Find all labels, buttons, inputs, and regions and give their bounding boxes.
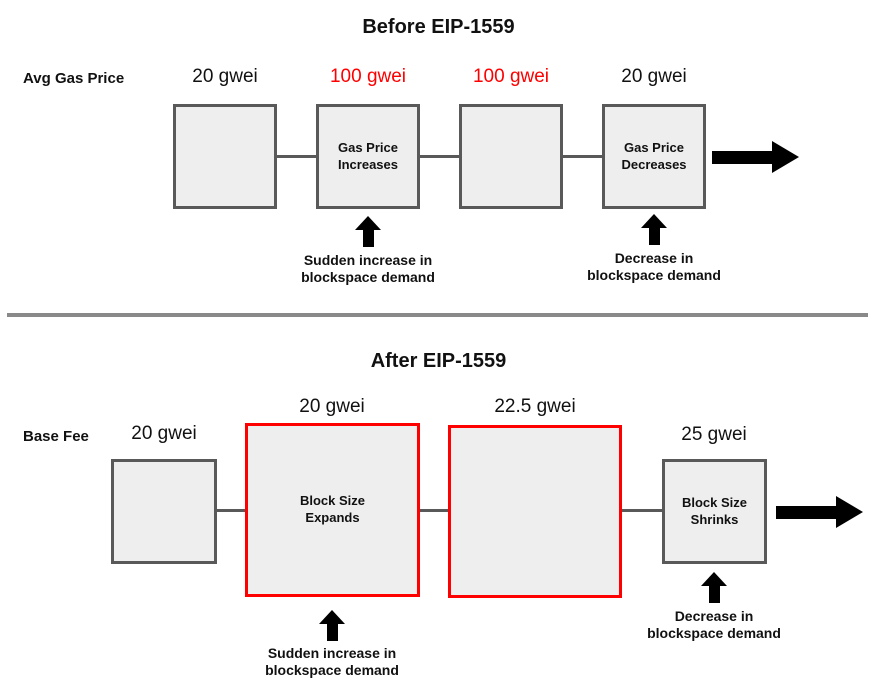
connector-line: [420, 155, 459, 158]
box-label: Block Size Expands: [299, 493, 366, 525]
flow-box-before-3: [459, 104, 563, 209]
connector-line: [420, 509, 448, 512]
price-label-before-2: 100 gwei: [329, 66, 407, 87]
flow-box-before-2: Gas Price Increases: [316, 104, 420, 209]
box-label: Gas Price Increases: [338, 139, 398, 172]
flow-box-after-4: Block Size Shrinks: [662, 459, 767, 564]
up-arrow-icon: [641, 214, 667, 245]
section-title-after: After EIP-1559: [370, 350, 507, 372]
up-arrow-icon: [355, 216, 381, 247]
flow-box-after-3: [448, 425, 622, 598]
caption-before-decrease: Decrease in blockspace demand: [587, 250, 721, 284]
up-arrow-icon: [701, 572, 727, 603]
section-divider: [7, 313, 868, 317]
price-label-before-1: 20 gwei: [192, 66, 258, 87]
connector-line: [217, 509, 245, 512]
price-label-before-3: 100 gwei: [472, 66, 550, 87]
box-label: Block Size Shrinks: [681, 494, 748, 527]
box-label: Gas Price Decreases: [621, 139, 687, 172]
flow-box-before-4: Gas Price Decreases: [602, 104, 706, 209]
flow-box-after-2: Block Size Expands: [245, 423, 420, 597]
connector-line: [563, 155, 602, 158]
section-title-before: Before EIP-1559: [362, 16, 515, 38]
right-arrow-icon: [712, 141, 799, 173]
up-arrow-icon: [319, 610, 345, 641]
price-label-after-3: 22.5 gwei: [494, 396, 576, 417]
row-label-avg-gas-price: Avg Gas Price: [23, 70, 125, 87]
caption-after-increase: Sudden increase in blockspace demand: [265, 645, 399, 679]
row-label-base-fee: Base Fee: [23, 428, 89, 445]
price-label-after-2: 20 gwei: [299, 396, 365, 417]
price-label-before-4: 20 gwei: [621, 66, 687, 87]
right-arrow-icon: [776, 496, 863, 528]
caption-after-decrease: Decrease in blockspace demand: [647, 608, 781, 642]
flow-box-after-1: [111, 459, 217, 564]
price-label-after-1: 20 gwei: [131, 423, 197, 444]
connector-line: [277, 155, 316, 158]
price-label-after-4: 25 gwei: [681, 424, 747, 445]
flow-box-before-1: [173, 104, 277, 209]
caption-before-increase: Sudden increase in blockspace demand: [301, 252, 435, 286]
connector-line: [622, 509, 662, 512]
